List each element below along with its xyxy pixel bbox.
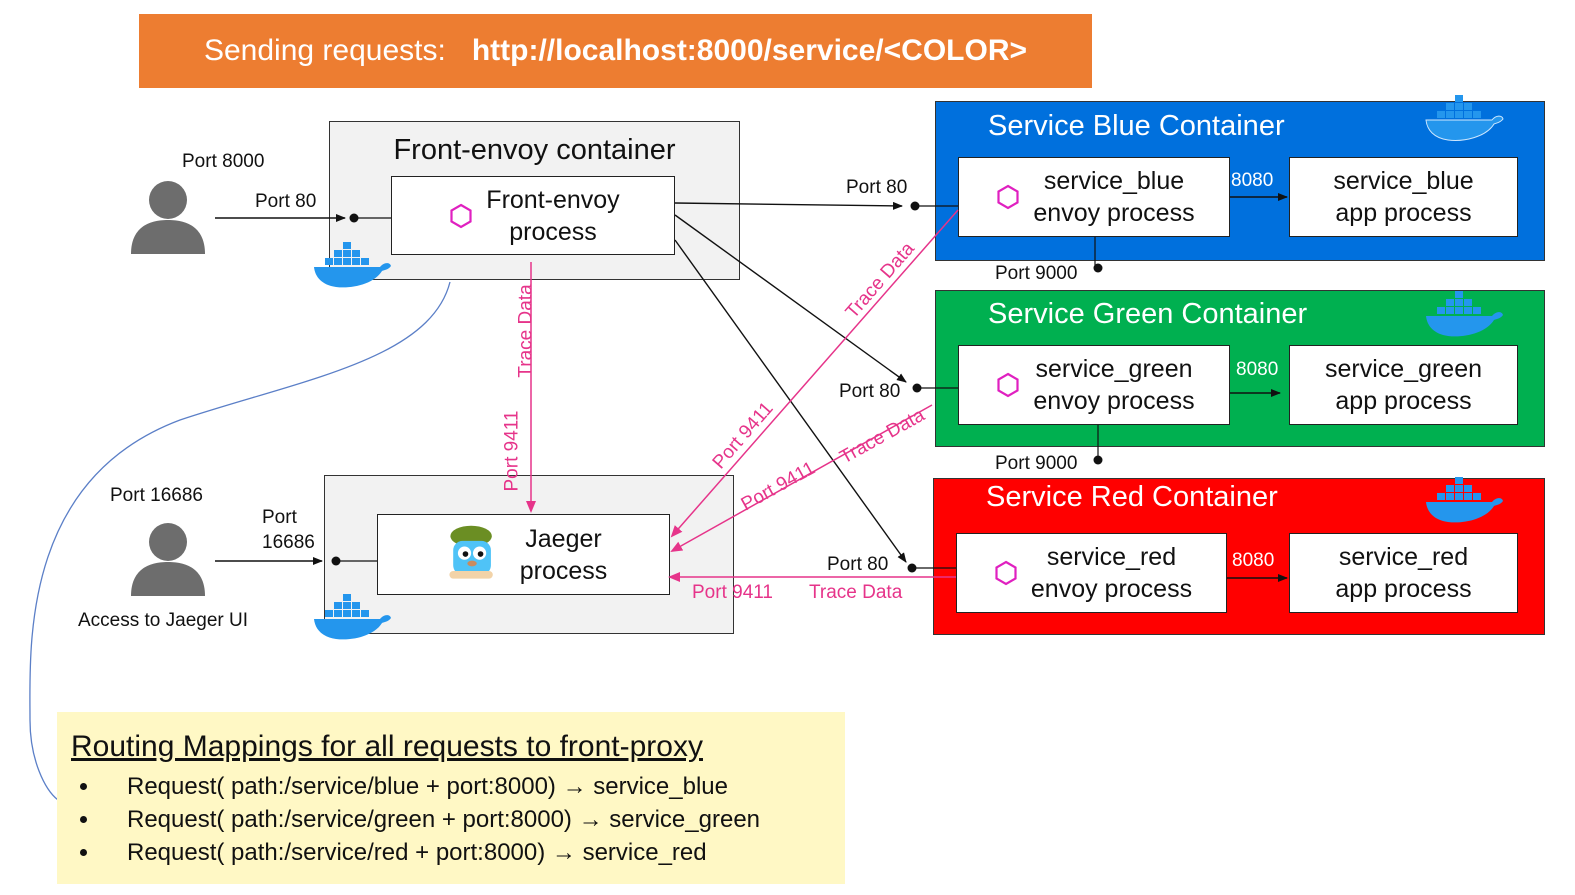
service-red-app-port: 8080: [1232, 550, 1275, 571]
docker-whale-icon: [314, 594, 391, 640]
red-trace-data-label: Trace Data: [809, 582, 903, 603]
user-icon: [131, 181, 205, 254]
red-trace-port-label: Port 9411: [692, 582, 773, 603]
service-green-app-port: 8080: [1236, 359, 1279, 380]
routing-item: Request( path:/service/red + port:8000) …: [101, 836, 831, 869]
service-blue-envoy-label: service_blue envoy process: [1033, 167, 1195, 227]
jaeger-gopher-icon: [449, 525, 493, 579]
service-green-envoy-label: service_green envoy process: [1033, 355, 1195, 415]
user-icon: [131, 523, 205, 596]
front-envoy-process: Front-envoy process: [391, 176, 675, 255]
docker-whale-icon: [314, 242, 391, 288]
banner-url: http://localhost:8000/service/<COLOR>: [471, 34, 1028, 67]
user-port-8000-label: Port 8000: [182, 151, 265, 172]
service-green-title: Service Green Container: [988, 298, 1308, 330]
routing-list: Request( path:/service/blue + port:8000)…: [71, 770, 831, 869]
front-envoy-container-title: Front-envoy container: [393, 134, 676, 166]
docker-whale-icon: [1426, 291, 1503, 337]
envoy-hexagon-icon: [997, 372, 1019, 398]
request-url-banner: Sending requests: http://localhost:8000/…: [139, 14, 1092, 88]
routing-item: Request( path:/service/blue + port:8000)…: [101, 770, 831, 803]
service-green-app-label: service_green app process: [1324, 355, 1483, 415]
envoy-hexagon-icon: [450, 203, 472, 228]
envoy-hexagon-icon: [997, 184, 1019, 210]
jaeger-process: Jaeger process: [377, 514, 670, 595]
service-red-title: Service Red Container: [986, 481, 1278, 513]
service-red-envoy-label: service_red envoy process: [1030, 543, 1193, 603]
green-port-9000-label: Port 9000: [995, 453, 1078, 474]
docker-whale-icon: [1425, 95, 1504, 141]
front-envoy-port-80-label: Port 80: [255, 191, 317, 212]
blue-port-9000-label: Port 9000: [995, 263, 1078, 284]
front-trace-data-label: Trace Data: [515, 284, 537, 378]
service-red-envoy-process: service_red envoy process: [956, 533, 1227, 613]
routing-heading: Routing Mappings for all requests to fro…: [71, 730, 703, 763]
routing-item: Request( path:/service/green + port:8000…: [101, 803, 831, 836]
front-trace-port-label: Port 9411: [501, 410, 523, 492]
service-blue-title: Service Blue Container: [988, 110, 1285, 142]
banner-label: Sending requests:: [203, 34, 446, 67]
service-blue-app-process: service_blue app process: [1289, 157, 1518, 237]
service-blue-app-port: 8080: [1231, 170, 1274, 191]
envoy-hexagon-icon: [995, 560, 1017, 586]
service-green-app-process: service_green app process: [1289, 345, 1518, 425]
service-green-envoy-process: service_green envoy process: [958, 345, 1230, 425]
green-port-80-label: Port 80: [839, 381, 901, 402]
front-envoy-process-label: Front-envoy process: [486, 185, 620, 246]
blue-port-80-label: Port 80: [846, 177, 908, 198]
docker-whale-icon: [1426, 477, 1503, 523]
jaeger-process-label: Jaeger process: [519, 524, 608, 585]
user-port-16686-label: Port 16686: [110, 485, 203, 506]
jaeger-ui-caption: Access to Jaeger UI: [78, 610, 249, 631]
jaeger-port-16686-label: Port 16686: [262, 507, 315, 553]
service-red-app-label: service_red app process: [1335, 543, 1472, 603]
service-red-app-process: service_red app process: [1289, 533, 1518, 613]
routing-mappings-box: Routing Mappings for all requests to fro…: [57, 712, 845, 884]
service-blue-app-label: service_blue app process: [1333, 167, 1474, 227]
service-blue-envoy-process: service_blue envoy process: [958, 157, 1230, 237]
red-port-80-label: Port 80: [827, 554, 889, 575]
